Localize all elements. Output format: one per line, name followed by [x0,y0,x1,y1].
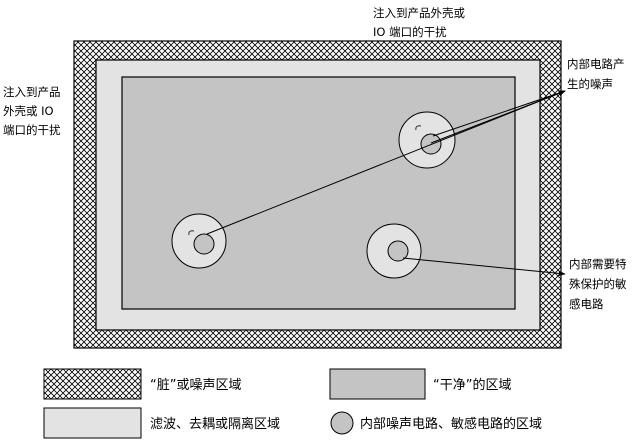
internal-noise-circuit-2 [171,213,227,269]
noise-symbol [415,125,422,131]
legend: “脏”或噪声区域 “干净”的区域 滤波、去耦或隔离区域 内部噪声电路、敏感电路的… [43,368,542,439]
legend-clean-label: “干净”的区域 [433,377,511,393]
legend-clean-swatch [329,368,426,400]
left-injection-label-line-2: 外壳或 IO [3,104,54,118]
sensitive-label-line-3: 感电路 [569,297,604,311]
left-injection-label-line-3: 端口的干扰 [3,123,61,137]
sensitive-circuit [366,223,422,279]
legend-dirty-swatch [43,368,142,400]
legend-internal-swatch [330,411,354,435]
arrow-noise-3 [206,90,566,235]
legend-internal-label: 内部噪声电路、敏感电路的区域 [360,416,542,432]
legend-dirty-label: “脏”或噪声区域 [150,378,241,393]
internal-noise-label-line-2: 生的噪声 [567,77,613,91]
arrow-noise-1 [432,90,566,137]
clean-zone [121,76,516,310]
arrow-sensitive [402,257,566,277]
left-injection-label-line-1: 注入到产品 [3,85,61,99]
internal-noise-circuit-1 [398,111,456,169]
legend-filter-swatch [43,407,142,439]
top-injection-label-line-1: 注入到产品外壳或 [373,6,465,20]
sensitive-label-line-1: 内部需要特 [569,257,627,271]
arrows [206,90,566,277]
noise-symbol [188,230,195,236]
top-injection-label-line-2: IO 端口的干扰 [373,25,447,39]
legend-filter-label: 滤波、去耦或隔离区域 [150,416,280,432]
sensitive-label-line-2: 殊保护的敏 [569,277,627,291]
internal-noise-label-line-1: 内部电路产 [567,57,625,71]
